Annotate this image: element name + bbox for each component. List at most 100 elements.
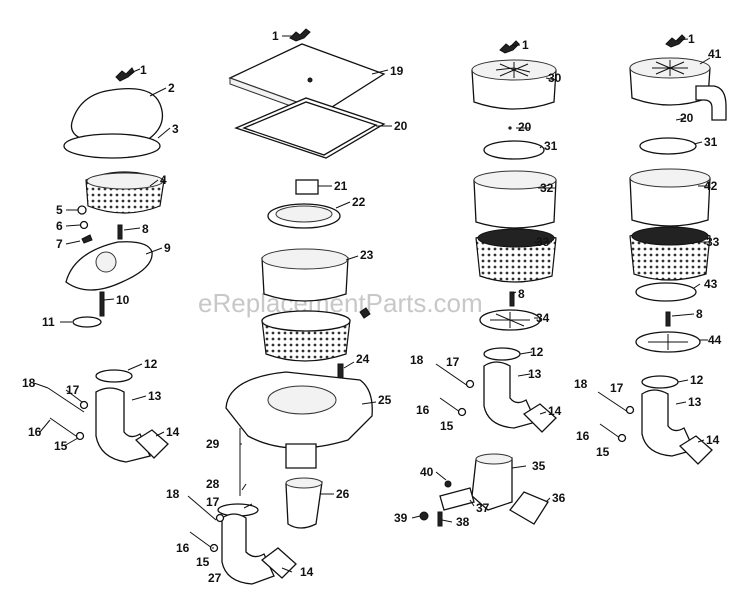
wing-nut-1c[interactable] [499, 40, 520, 54]
callout-39: 39 [394, 511, 408, 525]
washer-5[interactable] [77, 205, 87, 215]
callout-26: 26 [336, 487, 350, 501]
washer-6[interactable] [79, 220, 89, 230]
elbow-27[interactable] [221, 513, 275, 585]
callout-17: 17 [66, 383, 80, 397]
gasket-11[interactable] [72, 316, 102, 328]
stud-8[interactable] [117, 224, 123, 240]
callout-20: 20 [394, 119, 408, 133]
callout-35: 35 [532, 459, 546, 473]
callout-19: 19 [390, 64, 404, 78]
elbow-13[interactable] [95, 387, 151, 463]
callout-29: 29 [206, 437, 220, 451]
callout-16: 16 [28, 425, 42, 439]
callout-28: 28 [206, 477, 220, 491]
elbow-13c[interactable] [483, 361, 537, 429]
callout-16: 16 [416, 403, 430, 417]
callout-13: 13 [528, 367, 542, 381]
washer-15[interactable] [75, 431, 85, 441]
callout-3: 3 [172, 122, 179, 136]
pin-10[interactable] [99, 291, 105, 317]
gasket-14[interactable] [134, 429, 169, 459]
callout-31: 31 [704, 135, 718, 149]
callout-1: 1 [522, 38, 529, 52]
nut-21[interactable] [295, 179, 319, 195]
elbow-13d[interactable] [641, 389, 695, 457]
assembly-center: 1 19 20 21 22 23 24 25 29 28 26 18 17 16… [166, 28, 408, 585]
callout-40: 40 [420, 465, 434, 479]
bolt-16c[interactable] [439, 397, 461, 413]
bracket-37[interactable] [439, 487, 475, 511]
wing-nut-1b[interactable] [289, 28, 311, 42]
callout-10: 10 [116, 293, 130, 307]
wing-nut-1[interactable] [115, 67, 135, 82]
washer-17d[interactable] [625, 405, 635, 415]
callout-8: 8 [518, 287, 525, 301]
callout-41: 41 [708, 47, 722, 61]
callout-2: 2 [168, 81, 175, 95]
adapter-ring-12c[interactable] [483, 347, 521, 361]
washer-17[interactable] [79, 400, 89, 410]
bolt-18[interactable] [47, 387, 85, 413]
ring-43[interactable] [635, 282, 697, 302]
callout-1: 1 [272, 29, 279, 43]
bolt-18d[interactable] [597, 391, 629, 413]
gasket-14c[interactable] [522, 403, 557, 433]
nut-39[interactable] [419, 511, 429, 521]
washer-17b[interactable] [215, 513, 225, 523]
callout-11: 11 [42, 315, 55, 329]
callout-22: 22 [352, 195, 366, 209]
disc-31d[interactable] [639, 137, 697, 155]
screw-38[interactable] [437, 511, 443, 527]
callout-18: 18 [410, 353, 424, 367]
callout-44: 44 [708, 333, 722, 347]
bolt-16d[interactable] [599, 423, 621, 439]
callout-14: 14 [300, 565, 314, 579]
clip[interactable] [359, 307, 371, 319]
stud-8d[interactable] [665, 311, 671, 327]
wing-nut-1d[interactable] [665, 34, 686, 48]
callout-33: 33 [536, 235, 550, 249]
callout-24: 24 [356, 352, 370, 366]
assembly-left: 1 2 3 4 5 6 7 8 9 10 11 12 13 14 15 16 1… [22, 63, 180, 463]
bolt-18c[interactable] [435, 363, 469, 387]
callout-20: 20 [518, 120, 532, 134]
bolt-16b[interactable] [189, 531, 213, 549]
callout-25: 25 [378, 393, 392, 407]
callout-4: 4 [160, 173, 167, 187]
callout-18: 18 [574, 377, 588, 391]
adapter-ring-12[interactable] [95, 369, 133, 383]
cover-seal[interactable] [63, 133, 161, 159]
clip-7[interactable] [81, 234, 93, 244]
callout-14: 14 [548, 404, 562, 418]
callout-5: 5 [56, 203, 63, 217]
callout-7: 7 [56, 237, 63, 251]
washer-15d[interactable] [617, 433, 627, 443]
callout-27: 27 [208, 571, 222, 585]
inlet-pipe-41[interactable] [695, 85, 727, 121]
callout-37: 37 [476, 501, 490, 515]
washer-15c[interactable] [457, 407, 467, 417]
callout-17: 17 [446, 355, 460, 369]
callout-15: 15 [196, 555, 210, 569]
disc-31[interactable] [483, 140, 545, 160]
callout-12: 12 [144, 357, 158, 371]
callout-14: 14 [706, 433, 720, 447]
callout-13: 13 [688, 395, 702, 409]
callout-32: 32 [540, 181, 554, 195]
bolt-18b[interactable] [187, 495, 217, 521]
callout-20: 20 [680, 111, 694, 125]
nut-40[interactable] [444, 480, 452, 488]
callout-13: 13 [148, 389, 162, 403]
callout-16: 16 [176, 541, 190, 555]
gasket-14d[interactable] [678, 435, 713, 465]
washer-17c[interactable] [465, 379, 475, 389]
callout-1: 1 [140, 63, 147, 77]
adapter-ring-12d[interactable] [641, 375, 679, 389]
stud-8c[interactable] [509, 291, 515, 307]
bolt-16[interactable] [49, 417, 77, 437]
callout-18: 18 [166, 487, 180, 501]
callout-43: 43 [704, 277, 718, 291]
gasket-36[interactable] [509, 491, 549, 525]
